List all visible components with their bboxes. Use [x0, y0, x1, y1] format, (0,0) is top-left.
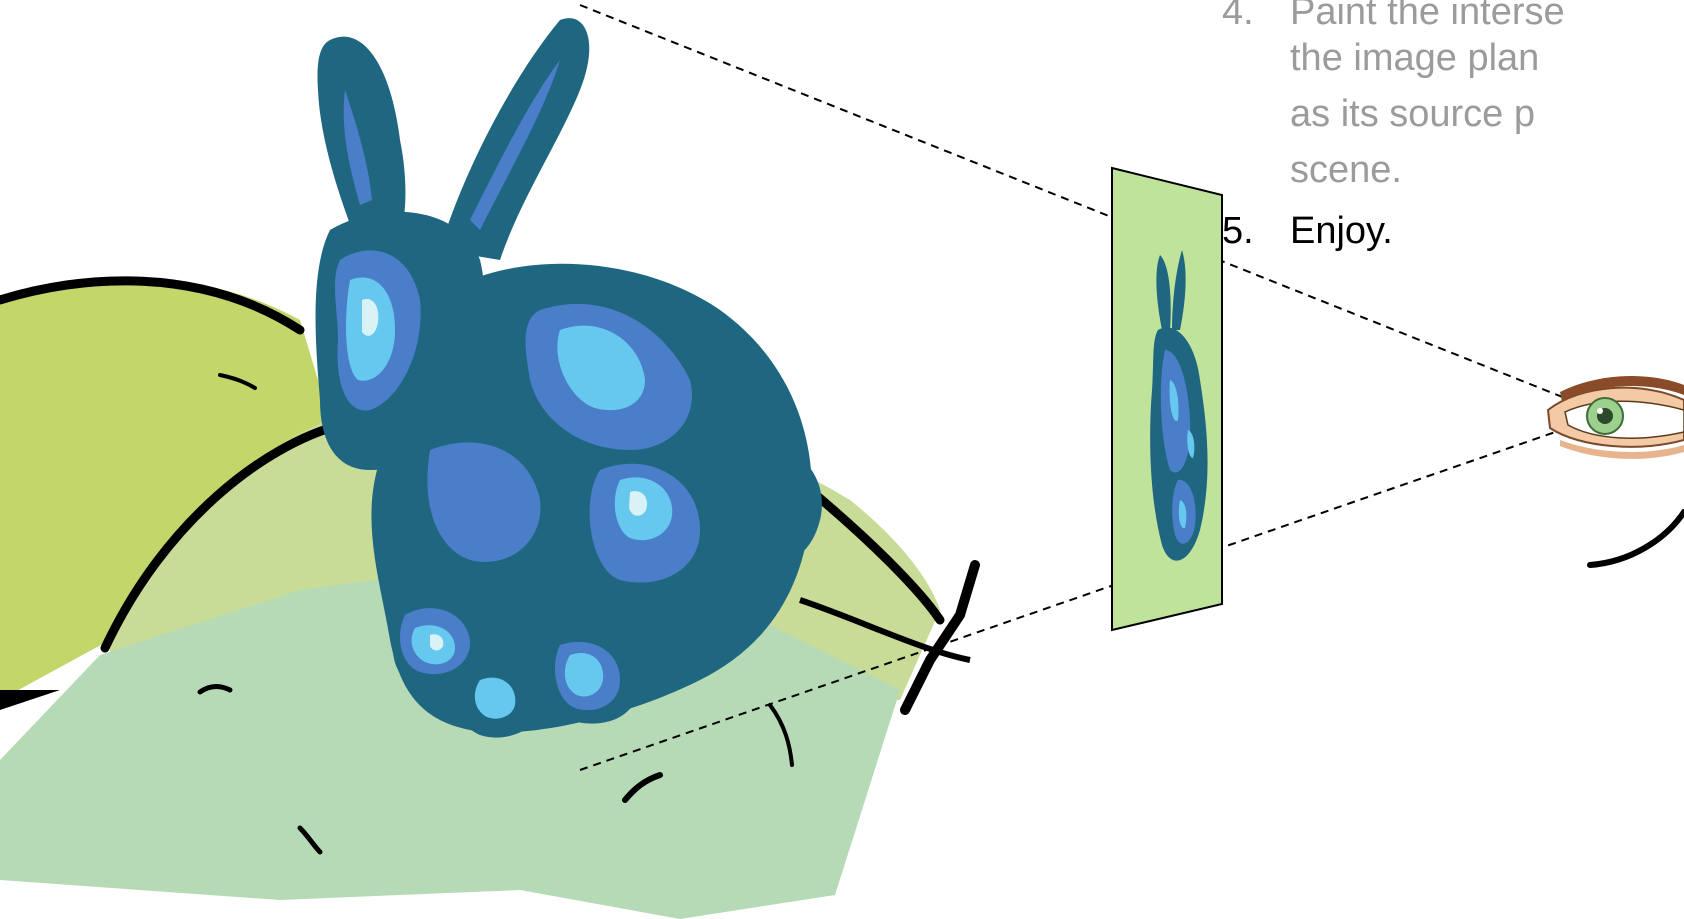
curved-arrow-icon: [1590, 512, 1684, 565]
step-4-line-2: the image plan: [1290, 32, 1539, 84]
eye-icon: [1548, 376, 1684, 459]
step-4-line-3: as its source p: [1290, 88, 1535, 140]
image-plane: [1112, 168, 1222, 630]
bunny-illustration: [316, 18, 822, 737]
step-5-line-1: Enjoy.: [1290, 205, 1393, 257]
step-5-number: 5.: [1222, 205, 1254, 257]
step-4-line-4: scene.: [1290, 144, 1402, 196]
step-4-number: 4.: [1222, 0, 1254, 38]
